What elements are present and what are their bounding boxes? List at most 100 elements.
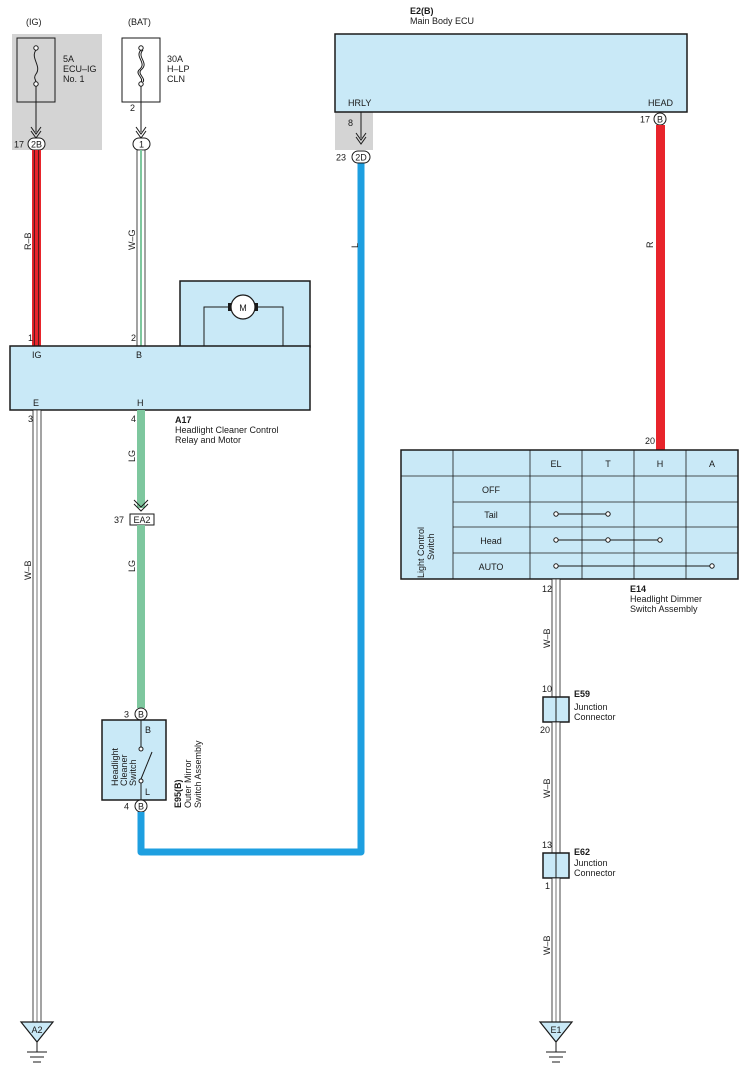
mirror-pin-top: 3 [124,710,129,720]
mirror-bottom-connector-label: B [138,802,144,812]
ig-fuse-shaded-area [12,34,102,150]
e59-pin-bottom: 20 [540,725,550,735]
wire-lg-lower-label: LG [127,560,137,572]
ground-triangle-icon [19,1021,55,1043]
relay-term-ig: IG [32,350,42,360]
continuity-dot-icon [657,537,663,543]
dimmer-header-h: H [657,459,664,469]
wire-rb-label: R–B [23,232,33,250]
wire-rb [32,150,41,346]
ig-pin-label: 17 [14,140,24,150]
wire-wb-right-3-label: W–B [542,935,552,955]
e62-pin-bottom: 1 [545,881,550,891]
ecu-shaded-area [335,112,373,150]
continuity-dot-icon [605,511,611,517]
ig-fuse-name2: No. 1 [63,74,85,84]
arrow-down-icon [355,136,367,145]
bat-source-label: (BAT) [128,17,151,27]
ecu-junction-pin: 23 [336,153,346,163]
wire-l-label: L [350,243,360,248]
ecu-code: E2(B) [410,6,434,16]
continuity-dot-icon [553,511,559,517]
wire-lg-lower [137,525,145,708]
bat-fuse-name1: H–LP [167,64,190,74]
switch-contact-icon [138,746,144,752]
ecu-pin-head: 17 [640,115,650,125]
mirror-code: E95(B) [173,779,183,808]
mirror-label-2: Cleaner [119,754,129,786]
ecu-box [334,33,688,113]
continuity-dot-icon [709,563,715,569]
ground-e1: E1 [538,1021,574,1063]
fuse-terminal-icon [138,45,144,51]
ig-fuse-icon [33,49,39,83]
ground-triangle-icon [538,1021,574,1043]
ig-fuse-name1: ECU–IG [63,64,97,74]
connector-2b-label: 2B [31,140,42,150]
dimmer-row-off: OFF [482,485,500,495]
wire-wb-right-2-label: W–B [542,778,552,798]
e59-pin-top: 10 [542,684,552,694]
e59-name2: Connector [574,712,616,722]
chevron-down-icon [133,499,149,508]
relay-box [9,345,311,411]
wire-r [656,125,665,450]
motor-label: M [239,303,247,313]
mirror-switch-box [101,719,167,801]
wire-wb-right-1-label: W–B [542,628,552,648]
dimmer-pin-bottom: 12 [542,584,552,594]
e62-code: E62 [574,847,590,857]
fuse-terminal-icon [33,45,39,51]
mirror-label-1: Headlight [110,747,120,786]
continuity-dot-icon [605,537,611,543]
e62-name2: Connector [574,868,616,878]
mirror-name2: Switch Assembly [193,740,203,808]
dimmer-header-a: A [709,459,715,469]
mirror-top-connector-label: B [138,710,144,720]
connector-1-label: 1 [139,140,144,150]
dimmer-row-head: Head [480,536,502,546]
fuse-terminal-icon [33,81,39,87]
connector-ea2-label: EA2 [133,515,150,525]
dimmer-side-label-2: Switch [426,533,436,560]
wire-l [137,163,365,856]
ig-source-label: (IG) [26,17,42,27]
ecu-pin-hrly: 8 [348,118,353,128]
relay-term-b: B [136,350,142,360]
dimmer-side-label-1: Light Control [416,527,426,578]
continuity-dot-icon [553,563,559,569]
ground-a2-label: A2 [31,1025,42,1035]
bat-fuse-rating: 30A [167,54,183,64]
wire-wb-left-label: W–B [23,560,33,580]
mirror-term-b: B [145,725,151,735]
dimmer-name2: Switch Assembly [630,604,698,614]
dimmer-header-t: T [605,459,611,469]
bat-fuse-pin: 2 [130,103,135,113]
chevron-down-icon [133,503,149,512]
connector-2d [351,150,371,164]
continuity-dot-icon [553,537,559,543]
switch-lever-icon [140,751,153,780]
arrow-down-icon [355,132,367,141]
connector-2d-label: 2D [355,153,367,163]
relay-term-h: H [137,398,144,408]
ground-e1-label: E1 [550,1025,561,1035]
bat-fuse-icon [137,49,143,83]
ecu-head-connector-label: B [657,115,663,125]
dimmer-header-el: EL [550,459,561,469]
dimmer-row-auto: AUTO [479,562,504,572]
ground-a2: A2 [19,1021,55,1063]
bat-fuse-name2: CLN [167,74,185,84]
mirror-term-l: L [145,787,150,797]
e62-pin-top: 13 [542,840,552,850]
motor-wiring [203,306,284,346]
mirror-name1: Outer Mirror [183,759,193,808]
fuse-terminal-icon [138,81,144,87]
wire-r-label: R [645,241,655,248]
relay-name1: Headlight Cleaner Control [175,425,279,435]
dimmer-row-tail: Tail [484,510,498,520]
ea2-pin: 37 [114,515,124,525]
e62-name1: Junction [574,858,608,868]
relay-pin-2: 2 [131,333,136,343]
